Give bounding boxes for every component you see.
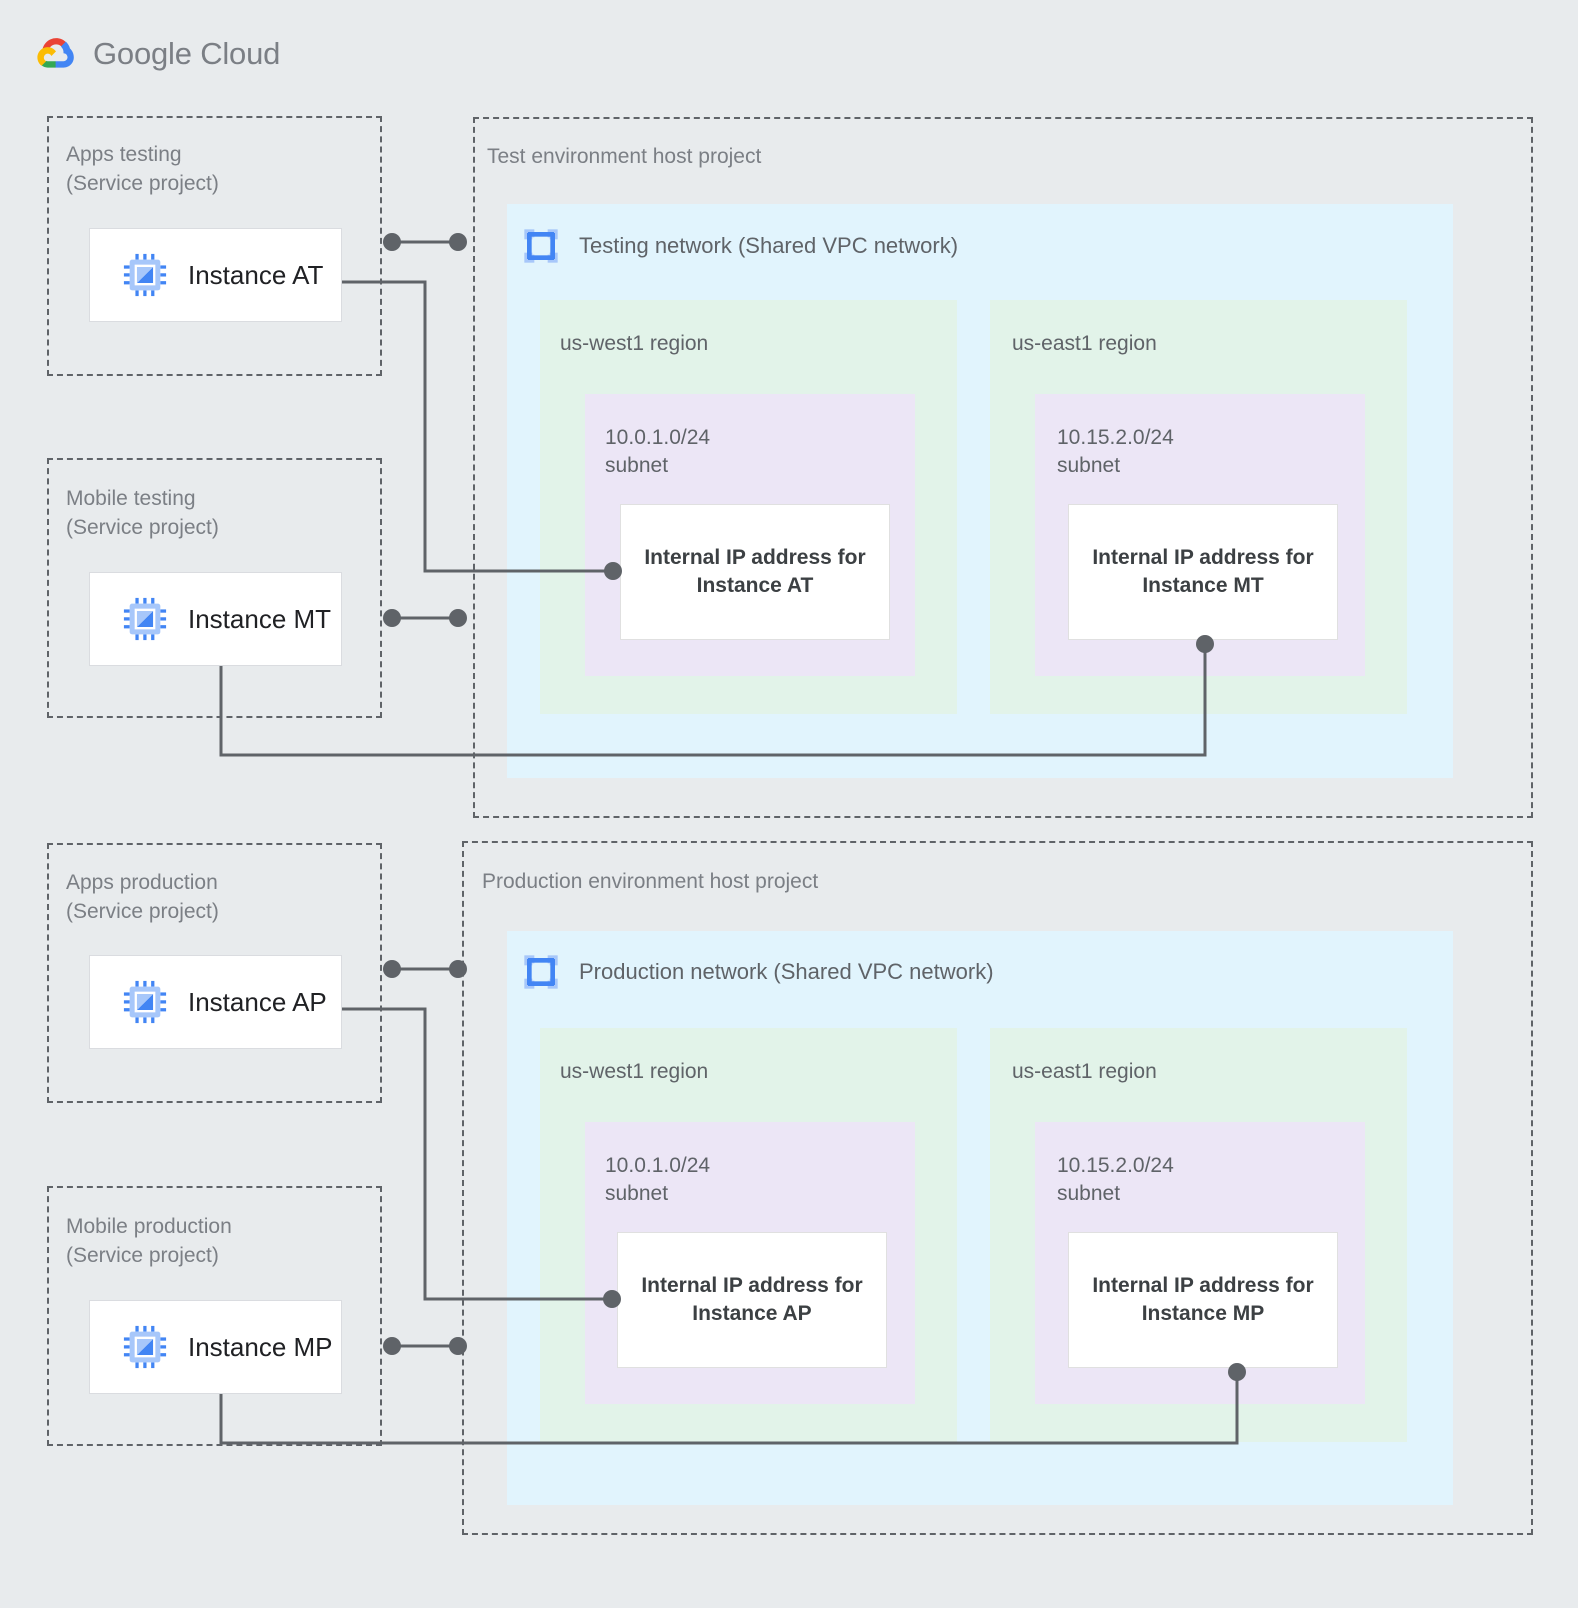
host-project-test-label: Test environment host project xyxy=(487,145,762,168)
instance-card-mt[interactable]: Instance MT xyxy=(89,572,342,666)
compute-instance-icon xyxy=(123,253,167,297)
google-cloud-logo: Google Cloud xyxy=(34,33,280,75)
google-cloud-logo-icon xyxy=(37,38,74,68)
ip-card-instance-at: Internal IP address for Instance AT xyxy=(620,504,890,640)
connector-attach-mobile-testing xyxy=(383,609,467,627)
compute-instance-icon xyxy=(123,980,167,1024)
instance-name-mp: Instance MP xyxy=(188,1331,333,1362)
ip-card-instance-mt: Internal IP address for Instance MT xyxy=(1068,504,1338,640)
connector-attach-mobile-production xyxy=(383,1337,467,1355)
ip-card-instance-at-text: Internal IP address for Instance AT xyxy=(644,546,866,597)
brand-google: Google xyxy=(93,36,192,71)
service-project-apps-testing-label: Apps testing (Service project) xyxy=(66,143,219,195)
region-us-west1-test-label: us-west1 region xyxy=(560,332,709,355)
vpc-network-testing-header: Testing network (Shared VPC network) xyxy=(521,226,958,266)
service-project-mobile-testing xyxy=(47,458,382,718)
instance-card-at[interactable]: Instance AT xyxy=(89,228,342,322)
instance-card-mp[interactable]: Instance MP xyxy=(89,1300,342,1394)
ip-card-instance-mt-text: Internal IP address for Instance MT xyxy=(1092,546,1314,597)
ip-card-instance-ap-text: Internal IP address for Instance AP xyxy=(641,1274,863,1325)
host-project-production-label: Production environment host project xyxy=(482,870,819,893)
vpc-network-icon xyxy=(524,955,558,989)
subnet-10-15-2-0-test-label: 10.15.2.0/24 subnet xyxy=(1057,426,1174,477)
service-project-mobile-testing-label: Mobile testing (Service project) xyxy=(66,487,219,539)
service-project-mobile-production-label: Mobile production (Service project) xyxy=(66,1215,232,1267)
compute-instance-icon xyxy=(123,1325,167,1369)
brand-name: Google Cloud xyxy=(93,36,280,72)
ip-card-instance-mp-text: Internal IP address for Instance MP xyxy=(1092,1274,1314,1325)
subnet-10-0-1-0-test-label: 10.0.1.0/24 subnet xyxy=(605,426,711,477)
brand-cloud: Cloud xyxy=(200,36,281,71)
ip-card-instance-mp: Internal IP address for Instance MP xyxy=(1068,1232,1338,1368)
service-project-apps-production xyxy=(47,843,382,1103)
region-us-east1-test-label: us-east1 region xyxy=(1012,332,1157,355)
service-project-apps-testing xyxy=(47,116,382,376)
service-project-apps-production-label: Apps production (Service project) xyxy=(66,871,219,923)
ip-card-instance-ap: Internal IP address for Instance AP xyxy=(617,1232,887,1368)
connector-attach-apps-testing xyxy=(383,233,467,251)
vpc-network-icon xyxy=(524,229,558,263)
connector-attach-apps-production xyxy=(383,960,467,978)
instance-name-mt: Instance MT xyxy=(188,603,332,634)
region-us-east1-production-label: us-east1 region xyxy=(1012,1060,1157,1083)
compute-instance-icon xyxy=(123,597,167,641)
vpc-network-production-header: Production network (Shared VPC network) xyxy=(521,952,994,992)
subnet-10-15-2-0-production-label: 10.15.2.0/24 subnet xyxy=(1057,1154,1174,1205)
instance-name-ap: Instance AP xyxy=(188,986,327,1017)
vpc-network-testing-label: Testing network (Shared VPC network) xyxy=(579,233,959,258)
region-us-west1-production-label: us-west1 region xyxy=(560,1060,709,1083)
instance-card-ap[interactable]: Instance AP xyxy=(89,955,342,1049)
instance-name-at: Instance AT xyxy=(188,259,324,290)
service-project-mobile-production xyxy=(47,1186,382,1446)
subnet-10-0-1-0-production-label: 10.0.1.0/24 subnet xyxy=(605,1154,711,1205)
vpc-network-production-label: Production network (Shared VPC network) xyxy=(579,959,994,984)
